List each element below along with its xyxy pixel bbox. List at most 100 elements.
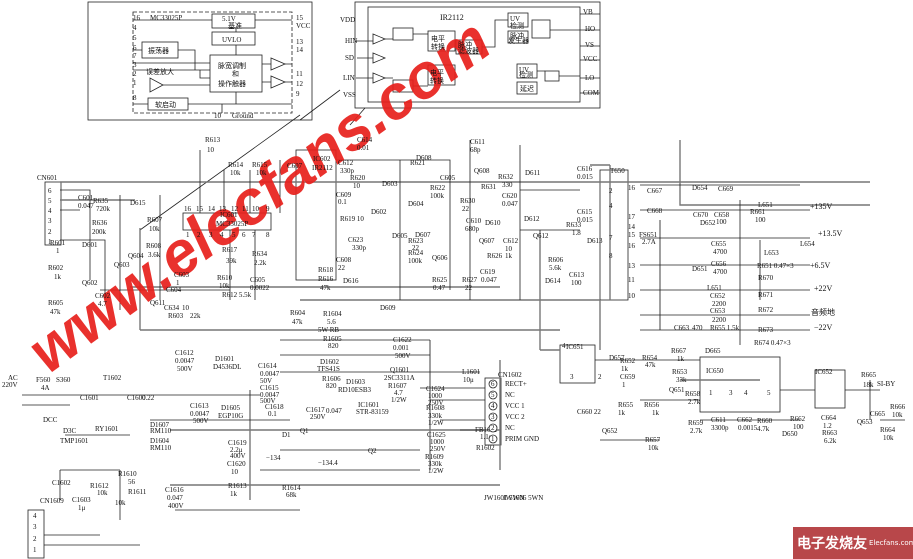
connector-pin-number: 6 bbox=[491, 380, 495, 388]
logo-cn-text: 电子发烧友 bbox=[797, 536, 867, 552]
component-label: 0.0047 bbox=[260, 370, 280, 378]
ic-pin-label: 6 bbox=[133, 44, 137, 52]
component-label: D1603 bbox=[346, 378, 366, 386]
component-label: 5.6k bbox=[549, 264, 562, 272]
component-label: C1603 bbox=[72, 496, 91, 504]
component-label: R664 bbox=[880, 426, 896, 434]
component-label: R627 bbox=[462, 276, 478, 284]
component-label: R655 bbox=[618, 401, 634, 409]
connector-pin-number: 4 bbox=[491, 402, 495, 410]
component-label: 22 bbox=[412, 244, 420, 252]
component-label: C611 bbox=[711, 416, 726, 424]
component-label: C604 bbox=[166, 286, 182, 294]
component-label: 10k bbox=[883, 434, 894, 442]
component-label: R651 0.47×3 bbox=[757, 262, 794, 270]
component-label: L1601 bbox=[462, 368, 481, 376]
ic-pin-label: 10 bbox=[214, 112, 222, 120]
component-label: 2.2k bbox=[254, 259, 267, 267]
component-label: 1k bbox=[677, 355, 685, 363]
component-label: R652 bbox=[620, 357, 636, 365]
component-label: C655 bbox=[711, 240, 727, 248]
component-label: CN1602 bbox=[498, 371, 522, 379]
component-label: C613 bbox=[569, 271, 585, 279]
component-label: 0.0047 bbox=[190, 410, 210, 418]
component-label: 4.7 bbox=[394, 389, 403, 397]
ic-title: IR2112 bbox=[440, 13, 464, 22]
component-label: R607 bbox=[147, 216, 163, 224]
component-label: 1000 bbox=[428, 392, 443, 400]
component-label: IC602 bbox=[313, 155, 331, 163]
component-label: TMP1601 bbox=[60, 437, 89, 445]
component-label: C656 bbox=[711, 260, 727, 268]
component-label: IC1601 bbox=[358, 401, 380, 409]
component-label: R624 bbox=[408, 249, 424, 257]
ic-block-label: 延迟 bbox=[520, 84, 534, 93]
component-label: 100 bbox=[755, 216, 766, 224]
ic-pin-label: 11 bbox=[296, 70, 303, 78]
component-label: D608 bbox=[416, 154, 432, 162]
component-label: C658 bbox=[714, 211, 730, 219]
component-label: C668 bbox=[647, 207, 663, 215]
component-label: R602 bbox=[48, 264, 64, 272]
component-label: 0.0047 bbox=[175, 357, 195, 365]
component-label: D1601 bbox=[215, 355, 235, 363]
component-label: 47k bbox=[50, 308, 61, 316]
component-label: IC601 bbox=[220, 211, 238, 219]
ic-pin-label: VS bbox=[585, 41, 594, 49]
component-label: D614 bbox=[545, 277, 561, 285]
component-label: 4 bbox=[744, 389, 748, 397]
component-label: D615 bbox=[130, 199, 146, 207]
component-label: C653 bbox=[710, 307, 726, 315]
component-label: 0.047 bbox=[167, 494, 183, 502]
component-label: R610 bbox=[217, 274, 233, 282]
component-label: R654 bbox=[642, 354, 658, 362]
ic-block-label: 发生器 bbox=[508, 36, 529, 45]
ic-block-label: 转换 bbox=[430, 76, 444, 85]
component-label: Q652 bbox=[602, 427, 618, 435]
component-label: C663 bbox=[674, 324, 690, 332]
component-label: R632 bbox=[498, 173, 514, 181]
ic-pin-label: VSS bbox=[343, 91, 356, 99]
component-label: Q602 bbox=[82, 279, 98, 287]
component-label: R634 bbox=[252, 250, 268, 258]
ic-pin-label: VB bbox=[583, 8, 593, 16]
component-label: R1612 bbox=[90, 482, 109, 490]
component-label: D650 bbox=[782, 430, 798, 438]
component-label: 330 bbox=[502, 181, 513, 189]
component-label: 68p bbox=[470, 146, 481, 154]
component-label: 500V bbox=[260, 397, 276, 405]
component-label: 2 bbox=[197, 231, 201, 239]
component-label: C1622 bbox=[393, 336, 412, 344]
component-label: 680p bbox=[465, 225, 480, 233]
component-label: 22 bbox=[338, 264, 346, 272]
component-label: C669 bbox=[718, 185, 734, 193]
component-label: R612 5.5k bbox=[222, 291, 252, 299]
component-label: 17 bbox=[628, 213, 636, 221]
component-label: 6 bbox=[48, 187, 52, 195]
component-label: 200k bbox=[92, 228, 107, 236]
component-label: 13 bbox=[219, 205, 227, 213]
component-label: IC650 bbox=[706, 367, 724, 375]
component-label: Q607 bbox=[479, 237, 495, 245]
component-label: 2.7k bbox=[688, 398, 701, 406]
component-label: C1616 bbox=[165, 486, 184, 494]
ic-pin-label: LIN bbox=[343, 74, 355, 82]
component-label: IC651 bbox=[566, 343, 584, 351]
component-label: 10k bbox=[230, 169, 241, 177]
component-label: 1 bbox=[709, 389, 713, 397]
component-label: 22k bbox=[190, 312, 201, 320]
component-label: 2200 bbox=[712, 316, 727, 324]
connector-pin-label: NC bbox=[505, 424, 515, 432]
component-label: 68k bbox=[286, 491, 297, 499]
component-label: R659 bbox=[688, 419, 704, 427]
ic-pin-label: 1 bbox=[133, 79, 137, 87]
ic-title: MC33025P bbox=[150, 14, 182, 22]
component-label: 4 bbox=[562, 342, 566, 350]
ic-pin-label: COM bbox=[583, 89, 600, 97]
component-label: 0.047 bbox=[502, 200, 518, 208]
connector-pin-label: NC bbox=[505, 391, 515, 399]
component-label: C608 bbox=[336, 256, 352, 264]
component-label: 5W RB bbox=[318, 326, 339, 334]
component-label: R655 1.5k bbox=[710, 324, 740, 332]
